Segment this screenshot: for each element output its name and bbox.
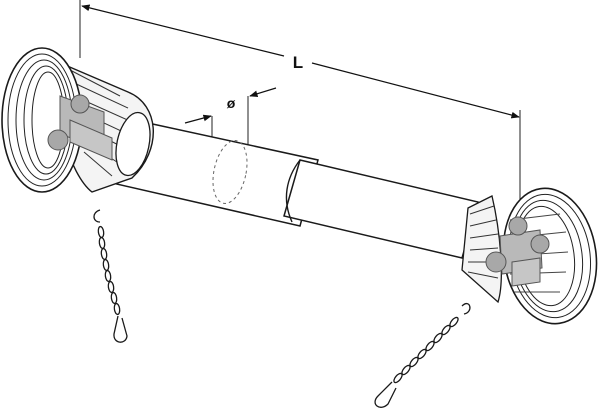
diameter-arrow-left bbox=[184, 114, 212, 124]
length-label: L bbox=[293, 53, 303, 72]
left-chain-snap-hook bbox=[113, 315, 128, 343]
right-universal-joint bbox=[485, 216, 550, 287]
left-universal-joint bbox=[47, 94, 113, 161]
shaft-tube-inner bbox=[283, 159, 479, 259]
length-dimension: L bbox=[79, 0, 521, 205]
left-guard-collar bbox=[115, 111, 151, 177]
diameter-section-ellipse bbox=[212, 140, 248, 204]
right-safety-chain bbox=[374, 302, 471, 408]
left-safety-chain bbox=[93, 209, 128, 343]
right-guard-cone bbox=[461, 195, 502, 304]
right-chain-snap-hook bbox=[374, 381, 397, 408]
length-arrow-right bbox=[311, 62, 520, 119]
diameter-arrow-right bbox=[249, 87, 277, 97]
length-arrow-left bbox=[81, 4, 285, 57]
right-chain-hook bbox=[461, 302, 471, 315]
left-chain-hook bbox=[93, 209, 101, 223]
tube-joint-edge bbox=[285, 159, 301, 223]
diameter-label: ø bbox=[227, 95, 236, 111]
